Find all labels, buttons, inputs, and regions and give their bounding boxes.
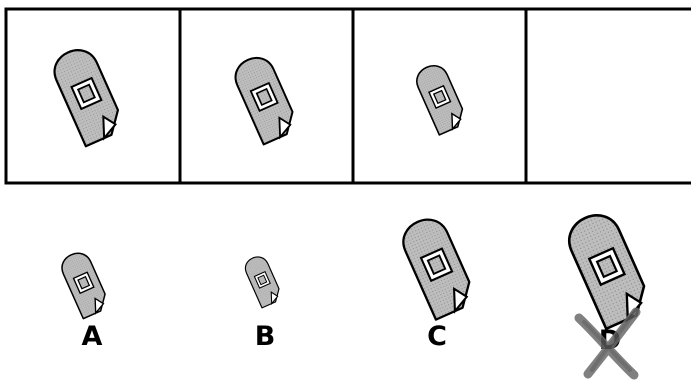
option-b-shape[interactable] bbox=[242, 253, 283, 308]
option-a-label[interactable]: A bbox=[82, 321, 103, 352]
option-b-label[interactable]: B bbox=[255, 321, 276, 352]
option-a-shape[interactable] bbox=[58, 249, 111, 319]
blank-fourth-panel bbox=[526, 9, 691, 183]
option-c-label[interactable]: C bbox=[427, 321, 447, 352]
option-c-shape[interactable] bbox=[397, 213, 478, 320]
